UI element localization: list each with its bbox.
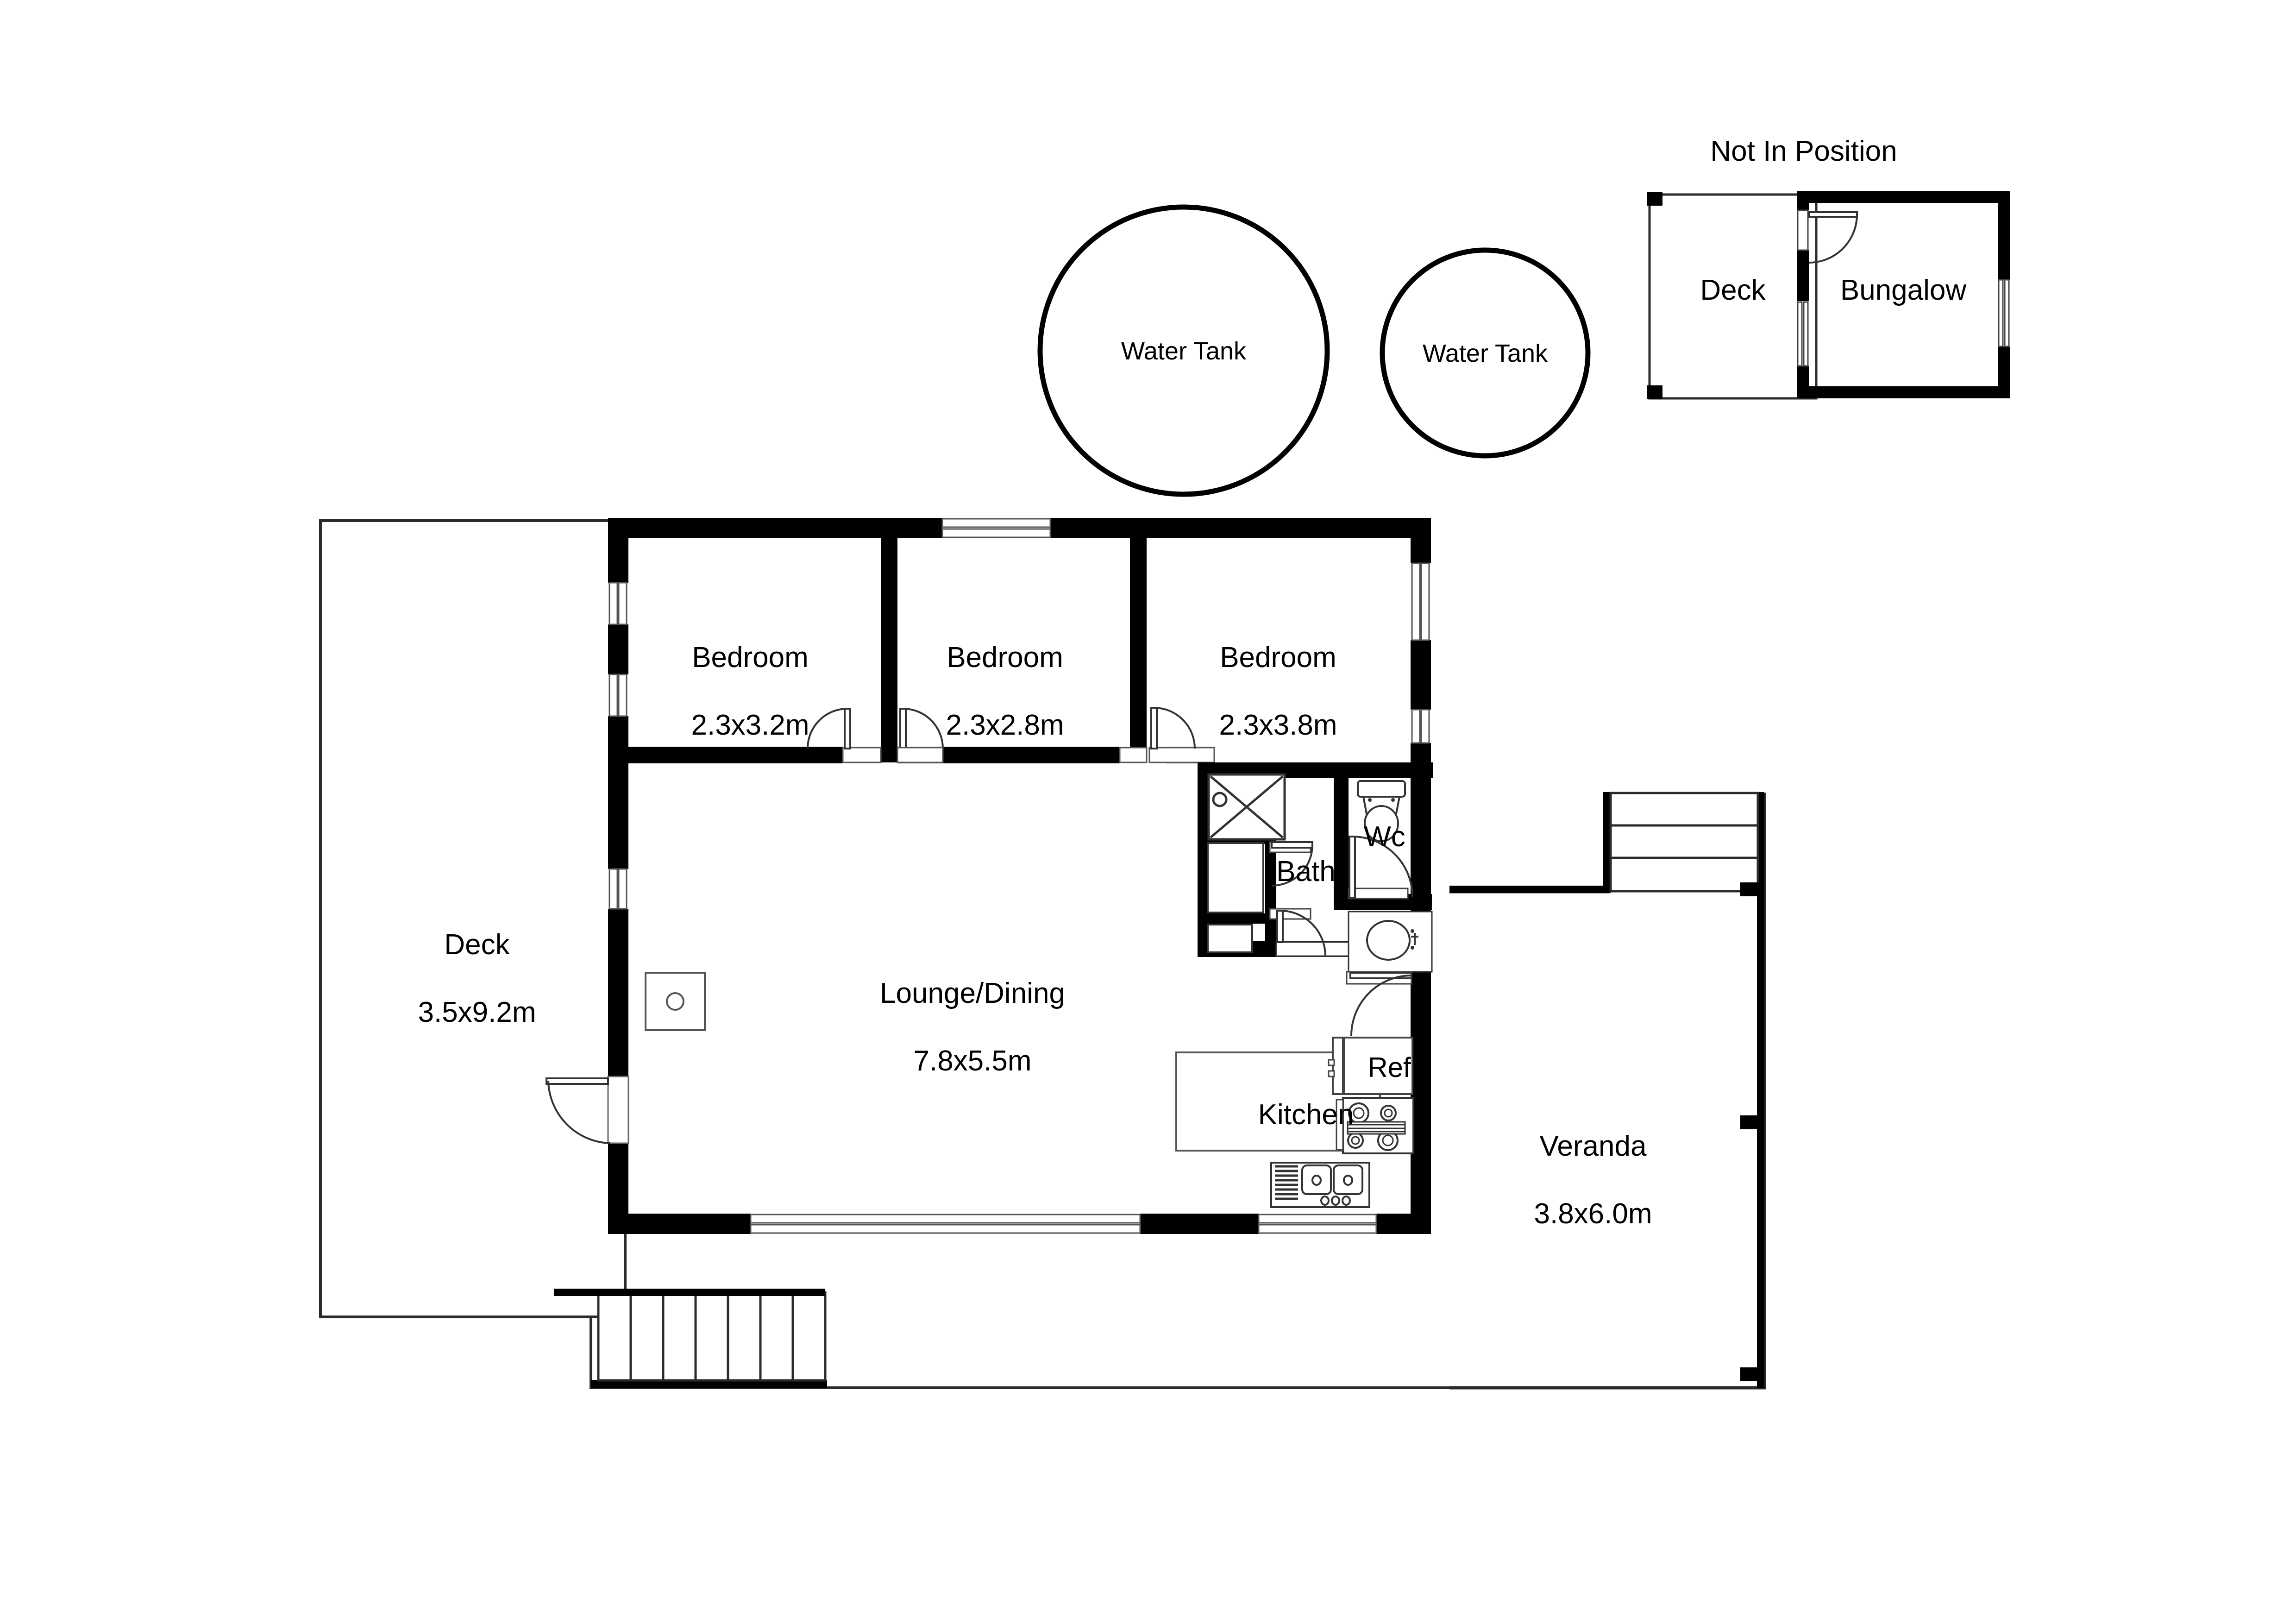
- label-refrigerator: Ref: [1368, 1052, 1411, 1083]
- veranda-outline: [1449, 792, 1766, 1390]
- room-label-veranda: Veranda 3.8x6.0m: [1496, 1095, 1690, 1231]
- interior-walls: [628, 537, 1433, 1036]
- water-tank-small: [1380, 247, 1591, 459]
- bedroom-3-name: Bedroom: [1220, 642, 1336, 674]
- lounge-name: Lounge/Dining: [880, 977, 1065, 1010]
- veranda-dims: 3.8x6.0m: [1534, 1198, 1652, 1230]
- lounge-dims: 7.8x5.5m: [913, 1045, 1032, 1077]
- room-label-kitchen: Kitchen: [1258, 1099, 1354, 1131]
- front-stairs: [554, 1289, 827, 1382]
- room-label-bedroom-2: Bedroom 2.3x2.8m: [903, 607, 1107, 743]
- room-label-bungalow-deck: Deck: [1700, 274, 1766, 306]
- room-label-deck: Deck 3.5x9.2m: [380, 894, 574, 1030]
- front-deck-outline: [590, 1317, 1449, 1389]
- toilet-fixture: [1357, 780, 1406, 842]
- room-label-lounge-dining: Lounge/Dining 7.8x5.5m: [829, 943, 1116, 1078]
- bedroom-1-name: Bedroom: [692, 642, 809, 674]
- label-water-tank-large: Water Tank: [1121, 337, 1247, 365]
- heater-fixture: [645, 972, 706, 1031]
- bungalow-block: [1647, 191, 2010, 400]
- basin-fixture: [1348, 911, 1433, 973]
- veranda-name: Veranda: [1539, 1130, 1647, 1163]
- water-tank-large: [1037, 204, 1330, 497]
- room-label-wc: Wc: [1364, 821, 1405, 853]
- bedroom-2-dims: 2.3x2.8m: [946, 709, 1064, 742]
- room-label-bedroom-3: Bedroom 2.3x3.8m: [1176, 607, 1380, 743]
- label-water-tank-small: Water Tank: [1422, 340, 1548, 367]
- bedroom-2-name: Bedroom: [947, 642, 1063, 674]
- bedroom-3-dims: 2.3x3.8m: [1219, 709, 1337, 742]
- room-label-bedroom-1: Bedroom 2.3x3.2m: [648, 607, 852, 743]
- room-label-bungalow: Bungalow: [1840, 274, 1967, 306]
- room-label-bath: Bath: [1276, 856, 1336, 888]
- deck-name: Deck: [444, 929, 510, 961]
- deck-dims: 3.5x9.2m: [418, 996, 536, 1029]
- bedroom-1-dims: 2.3x3.2m: [691, 709, 809, 742]
- kitchen-fixtures: [1175, 1037, 1414, 1208]
- bungalow-note: Not In Position: [1710, 135, 1897, 167]
